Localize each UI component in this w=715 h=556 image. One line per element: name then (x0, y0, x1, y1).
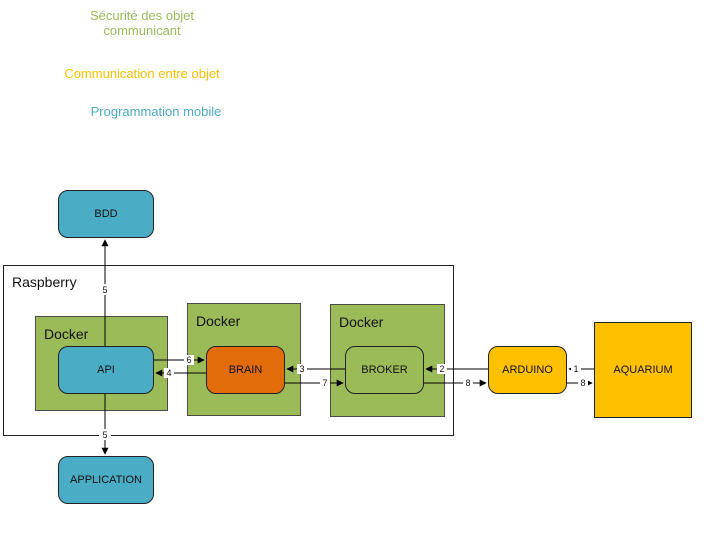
legend-securite: Sécurité des objet communicant (62, 8, 222, 38)
legend-securite-line1: Sécurité des objet (89, 8, 195, 23)
edge-arduino-aquarium-label: 8 (580, 378, 585, 388)
edge-arduino-broker-label: 2 (439, 364, 444, 374)
api-node: API (58, 346, 154, 394)
edge-api-application-label: 5 (102, 430, 107, 440)
application-node: APPLICATION (58, 456, 154, 504)
bdd-node: BDD (58, 190, 154, 238)
docker-api-label: Docker (44, 326, 89, 342)
brain-node: BRAIN (206, 346, 285, 394)
legend-securite-line2: communicant (103, 23, 181, 38)
edge-api-bdd-label: 5 (102, 285, 107, 295)
edge-aquarium-arduino-label: 1 (573, 364, 578, 374)
edge-broker-arduino-label: 8 (465, 378, 470, 388)
edge-brain-api-label: 4 (166, 368, 171, 378)
aquarium-node: AQUARIUM (594, 322, 692, 418)
legend-communication: Communication entre objet (64, 66, 220, 81)
raspberry-label: Raspberry (12, 274, 77, 290)
edge-api-brain-label: 6 (186, 355, 191, 365)
edge-brain-broker-label: 7 (322, 378, 327, 388)
edge-broker-brain-label: 3 (299, 364, 304, 374)
docker-api: Docker (35, 316, 168, 411)
broker-node: BROKER (345, 346, 424, 394)
docker-brain-label: Docker (196, 313, 241, 329)
docker-broker-label: Docker (339, 314, 384, 330)
legend-programmation: Programmation mobile (90, 104, 222, 119)
arduino-node: ARDUINO (488, 346, 567, 394)
